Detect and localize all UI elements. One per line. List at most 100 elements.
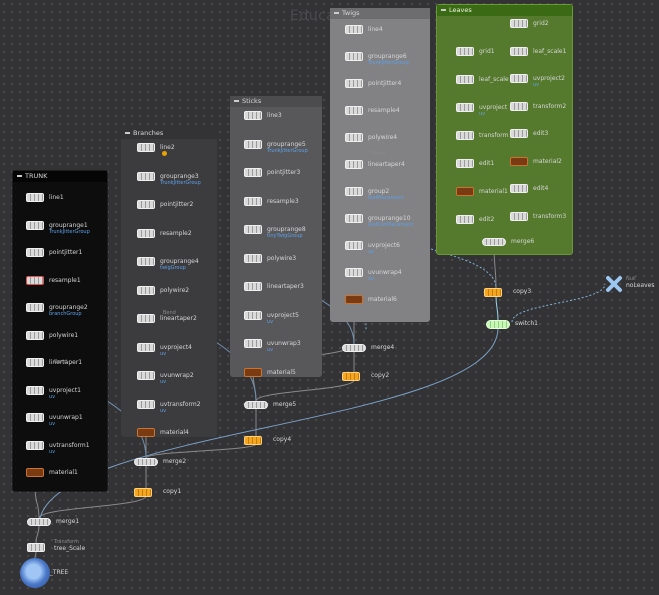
node-uvtransform2[interactable] <box>137 399 155 409</box>
node-name-label: merge4 <box>371 344 395 351</box>
network-box-header[interactable]: TRUNK <box>13 171 107 182</box>
node-transform[interactable] <box>456 131 474 140</box>
node-name-label: leaf_scale <box>479 76 509 83</box>
node-material6[interactable] <box>345 295 363 304</box>
collapse-icon[interactable] <box>441 9 446 11</box>
node-resample1[interactable] <box>26 275 44 285</box>
node-linertaper1[interactable] <box>26 358 44 367</box>
network-box-header[interactable]: Branches <box>121 128 217 139</box>
node-grouprange1[interactable] <box>26 220 44 230</box>
node-polywire2[interactable] <box>137 285 155 295</box>
node-uvproject4[interactable] <box>137 342 155 352</box>
node-name-label: grid1 <box>479 48 495 55</box>
node-pointjitter1[interactable] <box>26 248 44 257</box>
node-edit2[interactable] <box>456 215 474 224</box>
node-transform3[interactable] <box>510 211 528 221</box>
node-uvtransform1[interactable] <box>26 440 44 450</box>
node-grouprange8[interactable] <box>244 225 262 234</box>
node-name-label: material4 <box>160 429 189 436</box>
network-box-leaves[interactable]: Leaves <box>436 4 573 255</box>
node-name-label: resample3 <box>267 197 299 205</box>
node-grid2[interactable] <box>510 19 528 28</box>
node-material4[interactable] <box>137 428 155 437</box>
node-line2[interactable] <box>137 143 155 152</box>
node-lineartaper4[interactable] <box>345 160 363 169</box>
network-box-title: TRUNK <box>25 172 48 180</box>
node-uvunwrap3[interactable] <box>244 339 262 348</box>
node-pointjitter2[interactable] <box>137 200 155 209</box>
node-group-label: TrunkJitterGroup <box>160 179 201 186</box>
node-uvproject[interactable] <box>456 103 474 112</box>
node-group-label: uv <box>267 318 274 325</box>
node-uvproject2[interactable] <box>510 74 528 83</box>
node-grid1[interactable] <box>456 47 474 56</box>
node-group-label: uv <box>267 347 274 353</box>
node-name-label: copy2 <box>371 372 390 379</box>
node-merge1[interactable] <box>27 518 51 526</box>
node-line1[interactable] <box>26 193 44 202</box>
node-leaf_scale1[interactable] <box>510 46 528 56</box>
collapse-icon[interactable] <box>234 100 239 102</box>
node-uvunwrap1[interactable] <box>26 413 44 422</box>
node-merge4[interactable] <box>342 344 366 352</box>
node-pointjitter4[interactable] <box>345 79 363 88</box>
network-watermark: Educa <box>290 8 336 24</box>
node-name-label: merge1 <box>56 518 80 525</box>
node-grouprange6[interactable] <box>345 52 363 61</box>
node-group-label: uv <box>479 111 486 117</box>
node-copy3[interactable] <box>484 288 502 297</box>
collapse-icon[interactable] <box>125 132 130 134</box>
node-lineartaper2[interactable] <box>137 314 155 323</box>
node-tree-scale[interactable] <box>27 543 45 552</box>
network-box-header[interactable]: Twigs <box>330 8 430 19</box>
null-node-icon[interactable] <box>605 275 623 293</box>
node-group2[interactable] <box>345 187 363 196</box>
node-type-label: Null <box>626 276 636 282</box>
network-box-header[interactable]: Leaves <box>437 5 572 16</box>
node-edit1[interactable] <box>456 159 474 168</box>
node-resample4[interactable] <box>345 106 363 115</box>
node-polywire1[interactable] <box>26 330 44 340</box>
node-grouprange5[interactable] <box>244 139 262 149</box>
node-name-label: grouprange8 <box>267 226 306 233</box>
collapse-icon[interactable] <box>334 12 339 14</box>
node-merge2[interactable] <box>134 458 158 466</box>
node-polywire3[interactable] <box>244 253 262 263</box>
node-material1[interactable] <box>456 187 474 196</box>
node-switch1[interactable] <box>486 320 510 329</box>
node-name-label: edit4 <box>533 185 549 192</box>
node-uvproject6[interactable] <box>345 241 363 250</box>
node-material1[interactable] <box>26 468 44 477</box>
node-grouprange10[interactable] <box>345 214 363 223</box>
node-copy4[interactable] <box>244 436 262 445</box>
node-merge6[interactable] <box>482 238 506 246</box>
node-uvproject5[interactable] <box>244 310 262 320</box>
node-copy1[interactable] <box>134 488 152 497</box>
node-type-label: Bend <box>372 151 385 157</box>
node-resample2[interactable] <box>137 228 155 238</box>
node-material2[interactable] <box>510 156 528 166</box>
node-polywire4[interactable] <box>345 133 363 142</box>
node-edit4[interactable] <box>510 184 528 193</box>
node-resample3[interactable] <box>244 196 262 206</box>
node-uvproject1[interactable] <box>26 385 44 395</box>
warning-icon <box>162 151 167 156</box>
node-material5[interactable] <box>244 367 262 377</box>
node-leaf_scale[interactable] <box>456 75 474 84</box>
node-line4[interactable] <box>345 25 363 34</box>
node-transform2[interactable] <box>510 101 528 111</box>
network-box-header[interactable]: Sticks <box>230 96 322 107</box>
node-copy2[interactable] <box>342 372 360 381</box>
output-node-icon[interactable] <box>20 558 50 588</box>
node-lineartaper3[interactable] <box>244 282 262 291</box>
node-uvunwrap4[interactable] <box>345 268 363 277</box>
node-grouprange3[interactable] <box>137 171 155 181</box>
node-pointjitter3[interactable] <box>244 168 262 177</box>
collapse-icon[interactable] <box>17 175 22 177</box>
node-edit3[interactable] <box>510 129 528 138</box>
node-merge5[interactable] <box>244 401 268 409</box>
node-line3[interactable] <box>244 111 262 120</box>
node-grouprange4[interactable] <box>137 257 155 266</box>
node-uvunwrap2[interactable] <box>137 371 155 380</box>
node-grouprange2[interactable] <box>26 303 44 312</box>
